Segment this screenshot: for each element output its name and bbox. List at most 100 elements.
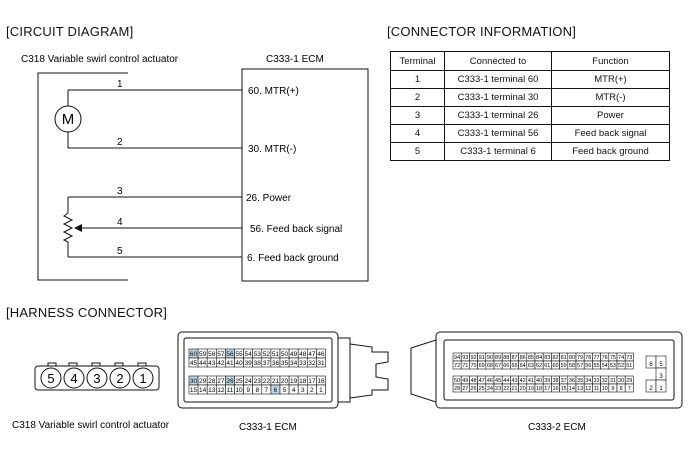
table-row: 1 C333-1 terminal 60 MTR(+) <box>390 70 670 89</box>
connected-to-cell: C333-1 terminal 30 <box>444 88 552 107</box>
connector-info-title: [CONNECTOR INFORMATION] <box>387 24 577 39</box>
pin-label: 32 <box>602 378 608 384</box>
pin-cell <box>316 357 326 368</box>
table-row: 4 C333-1 terminal 56 Feed back signal <box>390 124 670 143</box>
pin-label: 74 <box>618 355 624 361</box>
pin-label: 30 <box>190 378 198 385</box>
pin-label: 67 <box>495 363 501 369</box>
pin-label: 44 <box>199 360 207 367</box>
actuator-outline <box>37 72 128 281</box>
pin-label: 21 <box>511 386 517 392</box>
pin-label: 81 <box>561 355 567 361</box>
pin-label: 34 <box>585 378 591 384</box>
pin-label: 43 <box>208 360 216 367</box>
pin-label: 45 <box>190 360 198 367</box>
pin-label: 9 <box>246 387 250 394</box>
pin-label: 47 <box>308 351 316 358</box>
ecm-pin-label: 56. Feed back signal <box>250 224 342 235</box>
function-cell: Feed back signal <box>551 124 670 143</box>
pin-label: 38 <box>254 360 262 367</box>
pin-label: 56 <box>226 351 234 358</box>
c318-pin-label: 5 <box>47 371 54 386</box>
pin-label: 65 <box>511 363 517 369</box>
pin-label: 22 <box>503 386 509 392</box>
pin-label: 1 <box>659 386 663 392</box>
ecm-box <box>241 68 369 282</box>
pin-label: 71 <box>462 363 468 369</box>
c318-pin <box>63 367 85 389</box>
pin-label: 66 <box>503 363 509 369</box>
pin-label: 84 <box>536 355 542 361</box>
pin-label: 6 <box>274 387 278 394</box>
pin-label: 19 <box>528 386 534 392</box>
pin-label: 63 <box>528 363 534 369</box>
pin-label: 46 <box>487 378 493 384</box>
pin-label: 94 <box>454 355 460 361</box>
pin-label: 54 <box>245 351 253 358</box>
pin-label: 75 <box>610 355 616 361</box>
pin-label: 2 <box>649 386 653 392</box>
actuator-label: C318 Variable swirl control actuator <box>21 54 179 65</box>
pin-label: 59 <box>199 351 207 358</box>
pin-label: 59 <box>561 363 567 369</box>
pin-label: 50 <box>281 351 289 358</box>
pin-label: 14 <box>199 387 207 394</box>
pin-cell <box>655 379 667 393</box>
pin-label: 80 <box>569 355 575 361</box>
pin-label: 4 <box>292 387 296 394</box>
c318-pin-label: 3 <box>93 371 100 386</box>
pin-label: 85 <box>528 355 534 361</box>
c318-pin-label: 1 <box>139 371 146 386</box>
pin-label: 15 <box>561 386 567 392</box>
pin-label: 7 <box>265 387 269 394</box>
pin-label: 25 <box>479 386 485 392</box>
terminal-cell: 1 <box>390 70 445 89</box>
pin-label: 52 <box>263 351 271 358</box>
pin-label: 89 <box>495 355 501 361</box>
pin-cell <box>316 384 326 395</box>
pin-label: 20 <box>281 378 289 385</box>
pin-label: 48 <box>470 378 476 384</box>
connected-to-cell: C333-1 terminal 6 <box>444 142 552 161</box>
pin-label: 23 <box>254 378 262 385</box>
pin-label: 26 <box>226 378 234 385</box>
pin-label: 41 <box>226 360 234 367</box>
pin-label: 35 <box>281 360 289 367</box>
harness-connector-title: [HARNESS CONNECTOR] <box>6 305 168 320</box>
pin-label: 57 <box>217 351 225 358</box>
pin-label: 64 <box>520 363 526 369</box>
pin-label: 34 <box>290 360 298 367</box>
connected-to-cell: C333-1 terminal 56 <box>444 124 552 143</box>
pin-label: 12 <box>217 387 225 394</box>
ecm-pin-label: 60. MTR(+) <box>248 86 299 97</box>
pin-label: 31 <box>610 378 616 384</box>
function-cell: Feed back ground <box>551 142 670 161</box>
pin-label: 62 <box>536 363 542 369</box>
pin-label: 12 <box>585 386 591 392</box>
pin-label: 16 <box>552 386 558 392</box>
pin-number: 3 <box>117 186 123 197</box>
pin-label: 3 <box>301 387 305 394</box>
terminal-cell: 4 <box>390 124 445 143</box>
pin-label: 58 <box>208 351 216 358</box>
pin-label: 53 <box>610 363 616 369</box>
c318-pin <box>40 367 62 389</box>
pin-label: 78 <box>585 355 591 361</box>
pin-number: 5 <box>117 246 123 257</box>
pin-label: 37 <box>561 378 567 384</box>
c318-label: C318 Variable swirl control actuator <box>12 420 170 431</box>
header-connected-to: Connected to <box>444 51 552 71</box>
pin-label: 55 <box>593 363 599 369</box>
pin-label: 13 <box>577 386 583 392</box>
pin-label: 18 <box>536 386 542 392</box>
pin-label: 33 <box>593 378 599 384</box>
pin-label: 46 <box>317 351 325 358</box>
pin-label: 38 <box>552 378 558 384</box>
pin-label: 9 <box>611 386 614 392</box>
pin-label: 19 <box>290 378 298 385</box>
function-cell: Power <box>551 106 670 125</box>
pin-label: 31 <box>317 360 325 367</box>
